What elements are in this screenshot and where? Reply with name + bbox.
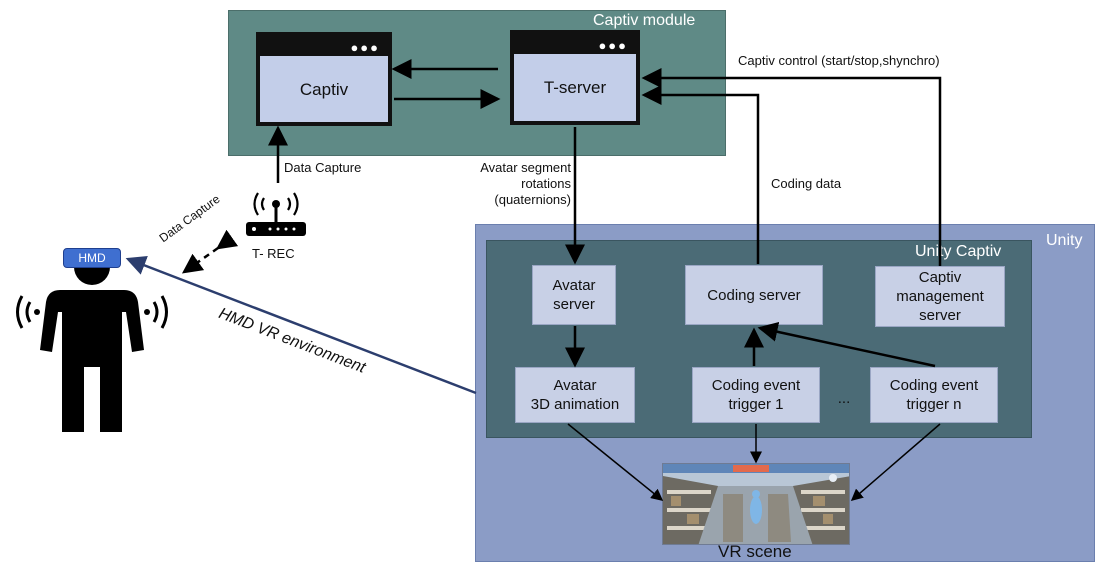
tserver-window-label: T-server (543, 78, 607, 97)
person-figure (0, 242, 200, 442)
animation-to-scene-arrow (567, 423, 664, 501)
captiv-module-label: Captiv module (593, 12, 696, 29)
coding-server-node: Coding server (685, 265, 823, 325)
unity-label: Unity (1046, 232, 1083, 249)
coding-event-trigger-n-node: Coding event trigger n (870, 367, 998, 423)
captiv-window: ●●● Captiv (256, 32, 392, 126)
window-dots-icon: ●●● (350, 40, 380, 55)
vr-scene-image (662, 463, 850, 545)
data-capture-label: Data Capture (284, 160, 362, 175)
unity-captiv-label: Unity Captiv (915, 243, 1002, 260)
hmd-vr-environment-line (125, 255, 477, 395)
window-dots-icon: ●●● (598, 38, 628, 53)
ellipsis-label: ... (837, 389, 851, 407)
captiv-control-label: Captiv control (start/stop,shynchro) (738, 53, 940, 68)
vr-scene-label: VR scene (718, 542, 792, 561)
triggern-to-coding-server-arrow (757, 321, 936, 368)
captiv-window-label: Captiv (299, 79, 349, 99)
coding-data-arrow (641, 85, 760, 264)
coding-data-label: Coding data (771, 176, 842, 191)
trec-label: T- REC (252, 246, 295, 261)
coding-event-trigger-1-node: Coding event trigger 1 (692, 367, 820, 423)
captiv-control-arrow (641, 68, 942, 266)
avatar-3d-animation-node: Avatar 3D animation (515, 367, 635, 423)
data-capture-dashed-arrow (181, 229, 239, 274)
captiv-management-server-node: Captiv management server (875, 266, 1005, 327)
triggern-to-scene-arrow (850, 423, 941, 501)
router-icon (246, 192, 306, 236)
warehouse-scene-illustration (663, 464, 849, 544)
hmd-label: HMD (78, 251, 106, 265)
hmd-badge: HMD (63, 248, 121, 268)
tserver-window: ●●● T-server (510, 30, 640, 125)
trec-device (236, 184, 316, 244)
avatar-segment-label: Avatar segment rotations (quaternions) (480, 160, 571, 207)
avatar-server-node: Avatar server (532, 265, 616, 325)
person-icon (16, 249, 168, 432)
